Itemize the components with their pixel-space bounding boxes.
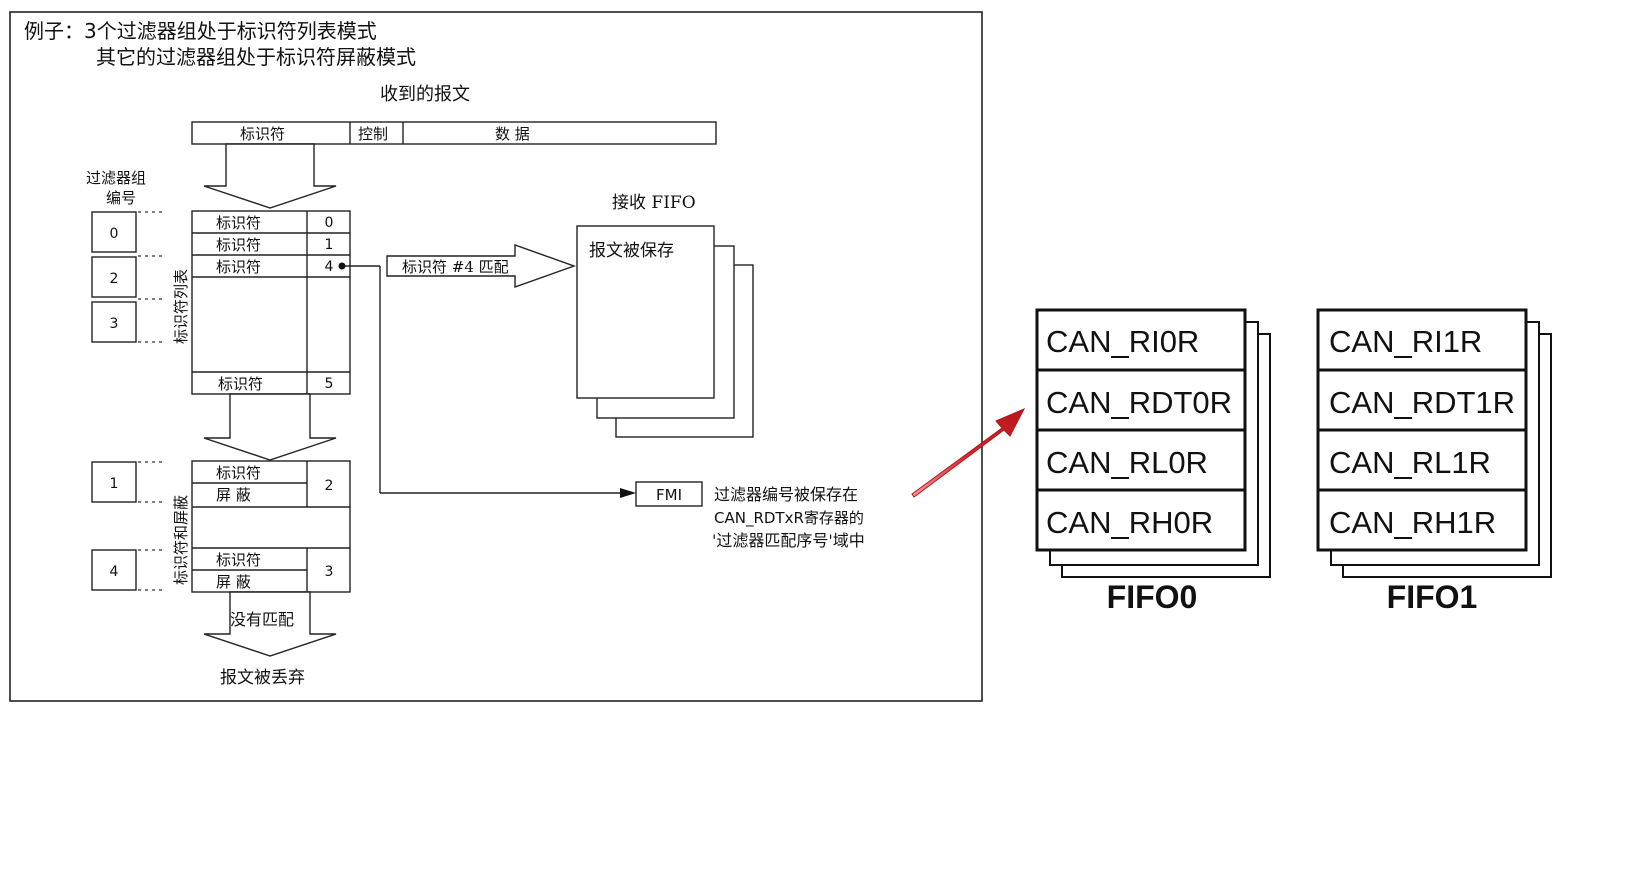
fmi-arrowhead bbox=[620, 488, 636, 498]
received-message-label: 收到的报文 bbox=[380, 84, 470, 105]
fifo1-reg-1-label: CAN_RDT1R bbox=[1329, 385, 1515, 420]
receive-fifo-label: 接收 FIFO bbox=[612, 193, 696, 213]
diagram-title-line2: 其它的过滤器组处于标识符屏蔽模式 bbox=[96, 45, 416, 69]
red-highlight-arrow bbox=[911, 407, 1026, 498]
bank-number-1: 1 bbox=[91, 461, 137, 503]
fifo1-reg-0-label: CAN_RI1R bbox=[1329, 324, 1482, 359]
received-message-frame: 标识符 控制 数 据 bbox=[191, 121, 717, 145]
filter-bank-number-label-1: 过滤器组 bbox=[86, 169, 146, 187]
bank-number-2: 2 bbox=[91, 256, 137, 298]
no-match-arrow bbox=[203, 591, 337, 657]
fifo0-reg-0-label: CAN_RI0R bbox=[1046, 324, 1199, 359]
list-row-1-label: 标识符 bbox=[216, 236, 261, 254]
fifo1-reg-3 bbox=[1316, 488, 1528, 552]
receive-fifo-stack: 报文被保存 bbox=[576, 225, 754, 438]
list-row-1-num: 1 bbox=[325, 237, 334, 253]
list-mode-vertical-label: 标识符列表 bbox=[172, 269, 190, 344]
fifo0-label: FIFO0 bbox=[1107, 579, 1198, 615]
svg-text:4: 4 bbox=[110, 564, 119, 580]
fifo0-reg-1-label: CAN_RDT0R bbox=[1046, 385, 1232, 420]
message-field-control: 控制 bbox=[358, 125, 388, 143]
mask-group-0-mask: 屏 蔽 bbox=[216, 486, 251, 504]
mask-group-0-num: 2 bbox=[325, 478, 334, 494]
fmi-note-line1: 过滤器编号被保存在 bbox=[714, 485, 858, 504]
fmi-box bbox=[635, 481, 703, 507]
diagram-frame bbox=[9, 11, 983, 702]
message-stored-label: 报文被保存 bbox=[589, 241, 674, 261]
mask-mode-table: 标识符 屏 蔽 2 标识符 屏 蔽 3 bbox=[191, 460, 351, 593]
mask-group-1-id: 标识符 bbox=[216, 551, 261, 569]
fifo0-reg-3 bbox=[1035, 488, 1247, 552]
mask-group-0-id: 标识符 bbox=[216, 464, 261, 482]
mask-group-1-mask: 屏 蔽 bbox=[216, 573, 251, 591]
svg-text:0: 0 bbox=[110, 226, 119, 242]
fifo1-label: FIFO1 bbox=[1387, 579, 1478, 615]
list-row-3-label: 标识符 bbox=[218, 375, 263, 393]
list-row-2-label: 标识符 bbox=[216, 258, 261, 276]
list-row-0-label: 标识符 bbox=[216, 214, 261, 232]
fifo1-reg-2-label: CAN_RL1R bbox=[1329, 445, 1491, 480]
diagram-title-line1: 例子：3个过滤器组处于标识符列表模式 bbox=[24, 19, 377, 43]
filter-bank-number-label-2: 编号 bbox=[106, 189, 136, 207]
fifo1-reg-0 bbox=[1316, 308, 1528, 372]
list-mode-table: 标识符 0 标识符 1 标识符 4 标识符 5 bbox=[191, 210, 351, 395]
down-arrow-to-list bbox=[203, 143, 337, 209]
list-row-3-num: 5 bbox=[325, 376, 334, 392]
mask-group-1-num: 3 bbox=[325, 564, 334, 580]
fifo1-reg-1 bbox=[1316, 368, 1528, 432]
list-row-2-num: 4 bbox=[325, 259, 334, 275]
fifo1-reg-3-label: CAN_RH1R bbox=[1329, 505, 1496, 540]
mask-mode-vertical-label: 标识符和屏蔽 bbox=[172, 495, 190, 585]
fifo0-reg-2-label: CAN_RL0R bbox=[1046, 445, 1208, 480]
fmi-note-line2: CAN_RDTxR寄存器的 bbox=[714, 509, 864, 528]
svg-text:1: 1 bbox=[110, 476, 119, 492]
message-field-data: 数 据 bbox=[495, 125, 530, 143]
list-row-0-num: 0 bbox=[325, 215, 334, 231]
match-arrow bbox=[386, 244, 577, 288]
down-arrow-to-mask bbox=[203, 393, 337, 461]
bank-number-3: 3 bbox=[91, 301, 137, 343]
bank-number-0: 0 bbox=[91, 211, 137, 253]
fmi-note-line3: '过滤器匹配序号'域中 bbox=[712, 531, 865, 550]
no-match-label: 没有匹配 bbox=[230, 610, 294, 629]
svg-text:3: 3 bbox=[110, 316, 119, 332]
match-arrow-label: 标识符 #4 匹配 bbox=[402, 258, 509, 276]
message-field-identifier: 标识符 bbox=[240, 125, 285, 143]
fifo0-reg-2 bbox=[1035, 428, 1247, 492]
svg-text:2: 2 bbox=[110, 271, 119, 287]
fifo0-reg-3-label: CAN_RH0R bbox=[1046, 505, 1213, 540]
fifo0-register-stack: CAN_RI0R CAN_RDT0R CAN_RL0R CAN_RH0R bbox=[1035, 308, 1271, 578]
fifo0-reg-1 bbox=[1035, 368, 1247, 432]
fifo1-register-stack: CAN_RI1R CAN_RDT1R CAN_RL1R CAN_RH1R bbox=[1316, 308, 1552, 578]
match-dot bbox=[338, 262, 346, 270]
discarded-label: 报文被丢弃 bbox=[220, 668, 305, 688]
bank-number-4: 4 bbox=[91, 549, 137, 591]
fmi-label: FMI bbox=[656, 486, 682, 504]
